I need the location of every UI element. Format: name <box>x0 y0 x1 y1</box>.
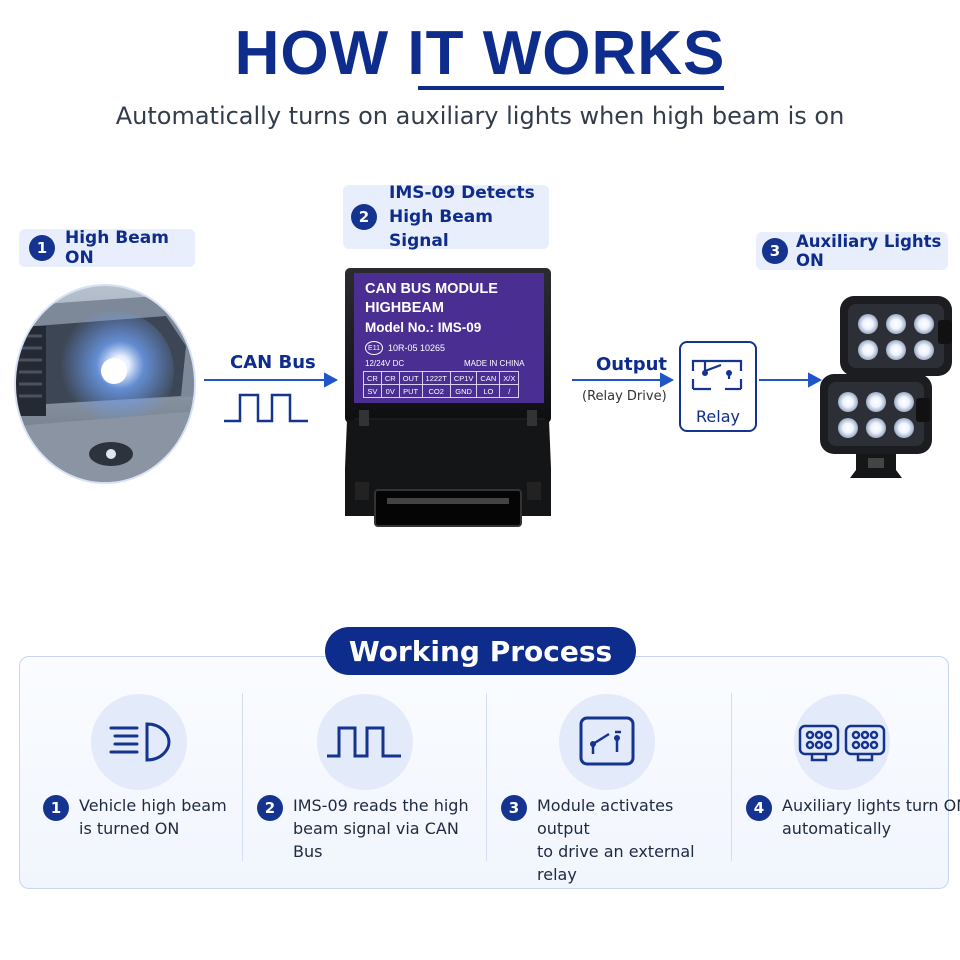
pin-cell: X/X <box>499 371 520 385</box>
process-step-3-text: 3 Module activates output to drive an ex… <box>501 794 727 886</box>
arrow-relay-head <box>808 372 823 388</box>
process-step-3-number: 3 <box>501 795 527 821</box>
process-step-4-icon-bg <box>794 694 890 790</box>
pin-cell: OUT <box>398 371 423 385</box>
headlight-icon <box>109 722 171 762</box>
pin-cell: SV <box>363 384 382 398</box>
module-title: CAN BUS MODULE HIGHBEAM <box>365 280 535 318</box>
process-step-3-icon-bg <box>559 694 655 790</box>
pin-cell: CO2 <box>421 384 451 398</box>
step-2-text: IMS-09 Detects High Beam Signal <box>389 181 549 253</box>
output-label: Output <box>596 354 668 375</box>
process-step-3: 3 Module activates output to drive an ex… <box>487 690 727 884</box>
step-2-text-line1: IMS-09 Detects <box>389 183 535 203</box>
relay-text: Relay <box>696 407 740 426</box>
process-step-4: 4 Auxiliary lights turn ON automatically <box>732 690 960 860</box>
process-step-1-number: 1 <box>43 795 69 821</box>
pin-cell: PUT <box>398 384 423 398</box>
process-step-1-icon-bg <box>91 694 187 790</box>
e-mark-icon: E11 <box>365 341 383 355</box>
aux-lights-icon <box>798 724 886 762</box>
relay-drive-note: (Relay Drive) <box>582 389 667 404</box>
process-step-2: 2 IMS-09 reads the high beam signal via … <box>243 690 483 863</box>
working-process-title: Working Process <box>325 627 636 675</box>
pin-cell: CR <box>363 371 382 385</box>
pin-cell: LO <box>476 384 501 398</box>
module-title-line1: CAN BUS MODULE <box>365 281 498 297</box>
headlight-photo <box>14 284 196 484</box>
page-subtitle: Automatically turns on auxiliary lights … <box>115 102 845 130</box>
square-wave-icon <box>327 726 401 758</box>
process-step-2-description: IMS-09 reads the high beam signal via CA… <box>293 794 483 863</box>
arrow-canbus-head <box>324 372 339 388</box>
process-step-4-number: 4 <box>746 795 772 821</box>
process-step-4-text: 4 Auxiliary lights turn ON automatically <box>746 794 960 840</box>
process-step-3-description: Module activates output to drive an exte… <box>537 794 727 886</box>
process-step-4-line1: Auxiliary lights turn ON <box>782 796 960 815</box>
process-step-3-line1: Module activates output <box>537 796 674 838</box>
process-step-2-text: 2 IMS-09 reads the high beam signal via … <box>257 794 483 863</box>
step-2-number: 2 <box>351 204 377 230</box>
module-label: CAN BUS MODULE HIGHBEAM Model No.: IMS-0… <box>354 273 544 403</box>
step-1-label: 1 High Beam ON <box>19 228 195 268</box>
step-2-text-line2: High Beam Signal <box>389 207 493 251</box>
process-divider <box>486 693 487 861</box>
relay-box: Relay <box>679 341 757 432</box>
process-step-1-description: Vehicle high beam is turned ON <box>79 794 227 840</box>
step-3-number: 3 <box>762 238 788 264</box>
process-step-1-line2: is turned ON <box>79 819 180 838</box>
process-step-3-line2: to drive an external relay <box>537 842 695 884</box>
step-1-text: High Beam ON <box>65 228 169 268</box>
process-step-4-line2: automatically <box>782 819 892 838</box>
module-model: Model No.: IMS-09 <box>365 320 482 335</box>
process-step-2-line1: IMS-09 reads the high <box>293 796 469 815</box>
pin-cell: GND <box>449 384 478 398</box>
step-1-number: 1 <box>29 235 55 261</box>
module-title-line2: HIGHBEAM <box>365 300 444 316</box>
module-made-in: MADE IN CHINA <box>464 359 525 368</box>
title-underline <box>418 86 724 90</box>
step-3-text: Auxiliary Lights ON <box>796 232 942 270</box>
relay-switch-icon <box>691 359 743 391</box>
can-bus-label: CAN Bus <box>230 352 316 373</box>
pin-cell: / <box>499 384 520 398</box>
step-2-label: 2 IMS-09 Detects High Beam Signal <box>343 183 549 251</box>
square-wave-icon <box>224 393 308 423</box>
process-divider <box>242 693 243 861</box>
process-step-1-line1: Vehicle high beam <box>79 796 227 815</box>
relay-icon <box>579 716 635 766</box>
process-step-1-text: 1 Vehicle high beam is turned ON <box>43 794 227 840</box>
pin-cell: CP1V <box>449 371 478 385</box>
module-cert: E11 10R-05 10265 <box>365 341 445 355</box>
pin-cell: CAN <box>476 371 501 385</box>
auxiliary-lights-photo <box>820 290 955 482</box>
module-cert-code: 10R-05 10265 <box>388 343 446 353</box>
module-voltage: 12/24V DC <box>365 359 405 368</box>
pin-cell: 1222T <box>421 371 451 385</box>
process-step-1: 1 Vehicle high beam is turned ON <box>19 690 259 860</box>
arrow-output-head <box>660 372 675 388</box>
process-step-4-description: Auxiliary lights turn ON automatically <box>782 794 960 840</box>
pin-cell: 0V <box>380 384 400 398</box>
page-title: HOW IT WORKS <box>234 19 726 88</box>
pin-cell: CR <box>380 371 400 385</box>
process-step-2-icon-bg <box>317 694 413 790</box>
process-step-2-line2: beam signal via CAN Bus <box>293 819 459 861</box>
process-step-2-number: 2 <box>257 795 283 821</box>
process-divider <box>731 693 732 861</box>
step-3-label: 3 Auxiliary Lights ON <box>756 232 948 270</box>
